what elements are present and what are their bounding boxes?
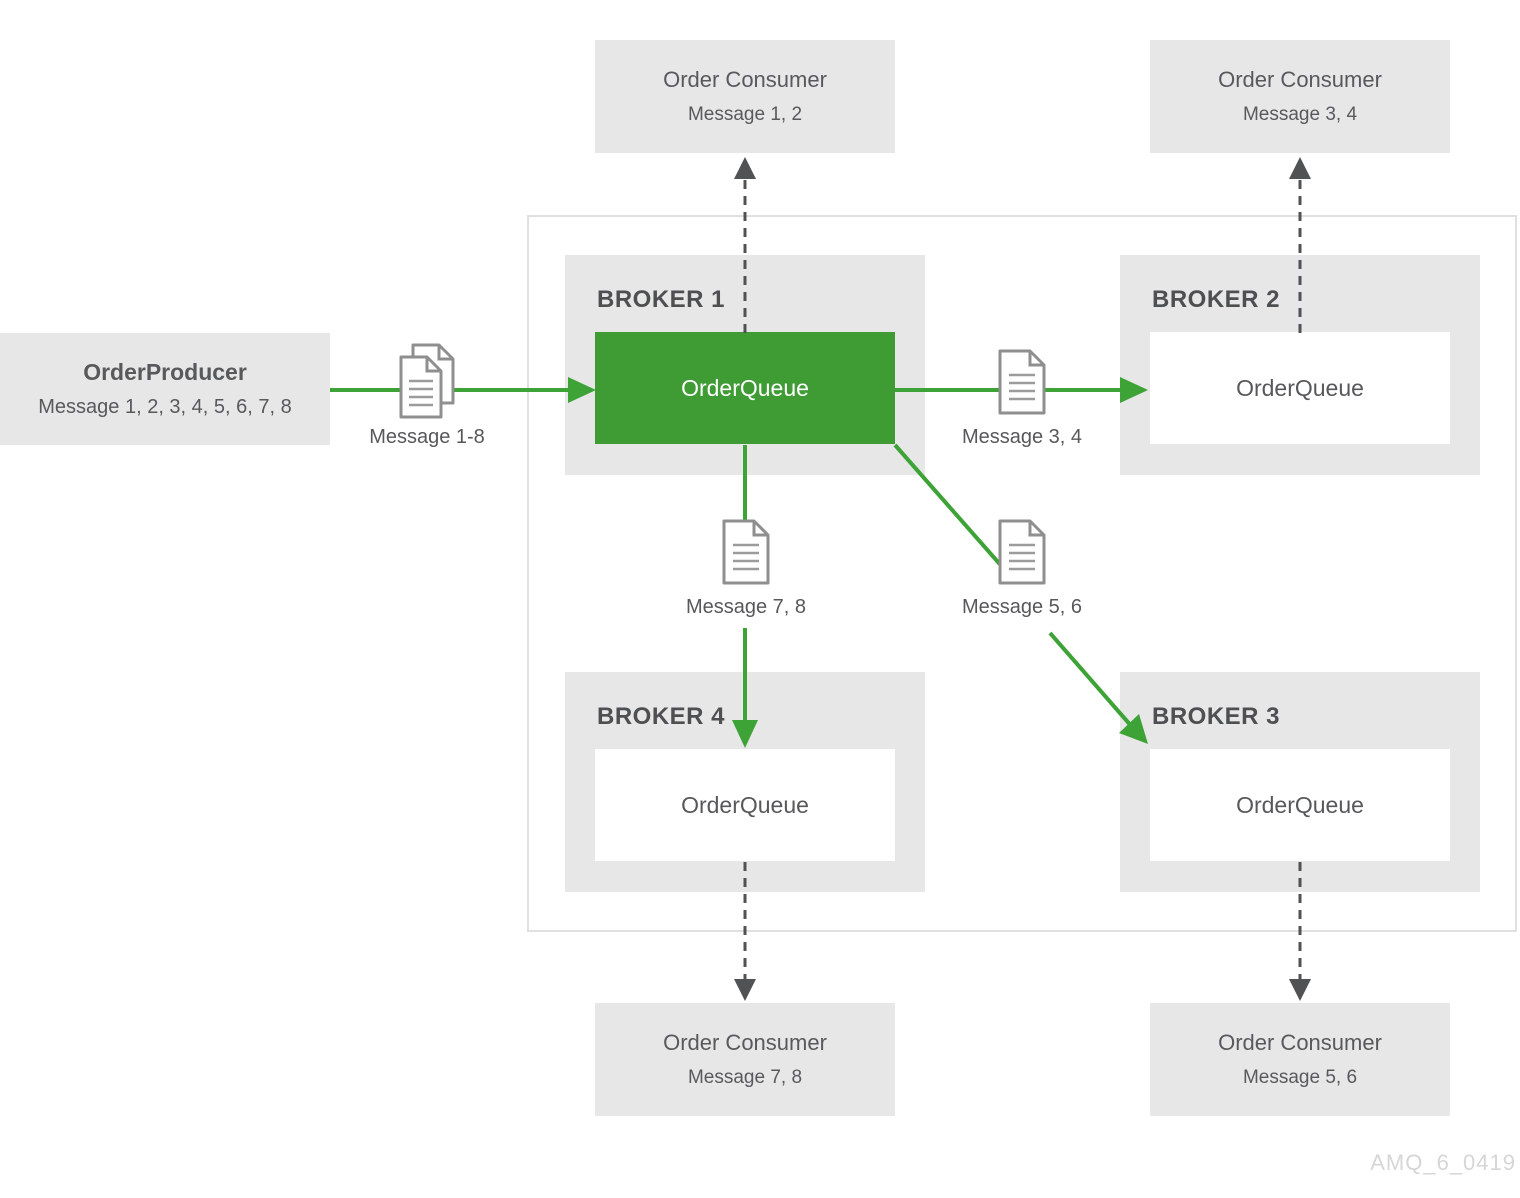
flow-label-message-1-8: Message 1-8: [369, 426, 485, 448]
broker-1-panel: BROKER 1 OrderQueue: [565, 255, 925, 475]
broker-4-panel: BROKER 4 OrderQueue: [565, 672, 925, 892]
arrowhead-broker1-to-consumer: [734, 157, 756, 179]
broker-2-order-queue: OrderQueue: [1150, 332, 1450, 444]
broker-2-label: BROKER 2: [1152, 286, 1281, 313]
order-producer-box: OrderProducer Message 1, 2, 3, 4, 5, 6, …: [0, 333, 330, 445]
consumer-title: Order Consumer: [1218, 1030, 1382, 1055]
arrowhead-broker2-to-consumer: [1289, 157, 1311, 179]
flow-label-message-5-6: Message 5, 6: [961, 596, 1083, 618]
order-consumer-box-messages-3-4: Order Consumer Message 3, 4: [1150, 40, 1450, 153]
order-consumer-box-messages-5-6: Order Consumer Message 5, 6: [1150, 1003, 1450, 1116]
broker-1-order-queue: OrderQueue: [595, 332, 895, 444]
broker-3-panel: BROKER 3 OrderQueue: [1120, 672, 1480, 892]
consumer-messages: Message 1, 2: [687, 104, 803, 125]
consumer-messages: Message 7, 8: [687, 1067, 803, 1088]
consumer-messages: Message 3, 4: [1242, 104, 1358, 125]
arrowhead-broker4-to-consumer: [734, 979, 756, 1001]
order-consumer-box-messages-1-2: Order Consumer Message 1, 2: [595, 40, 895, 153]
consumer-title: Order Consumer: [663, 1030, 827, 1055]
order-consumer-box-messages-7-8: Order Consumer Message 7, 8: [595, 1003, 895, 1116]
order-producer-messages: Message 1, 2, 3, 4, 5, 6, 7, 8: [38, 396, 292, 418]
consumer-title: Order Consumer: [663, 67, 827, 92]
consumer-title: Order Consumer: [1218, 67, 1382, 92]
broker-2-panel: BROKER 2 OrderQueue: [1120, 255, 1480, 475]
flow-label-message-3-4: Message 3, 4: [961, 426, 1083, 448]
broker-4-label: BROKER 4: [597, 703, 726, 730]
broker-3-order-queue: OrderQueue: [1150, 749, 1450, 861]
consumer-messages: Message 5, 6: [1242, 1067, 1358, 1088]
order-producer-title: OrderProducer: [83, 359, 247, 385]
flow-label-message-7-8: Message 7, 8: [685, 596, 807, 618]
broker-1-label: BROKER 1: [597, 286, 726, 313]
arrowhead-broker3-to-consumer: [1289, 979, 1311, 1001]
broker-4-order-queue: OrderQueue: [595, 749, 895, 861]
diagram-id-watermark: AMQ_6_0419: [1370, 1150, 1516, 1175]
broker-3-label: BROKER 3: [1152, 703, 1281, 730]
documents-icon: [399, 343, 455, 419]
